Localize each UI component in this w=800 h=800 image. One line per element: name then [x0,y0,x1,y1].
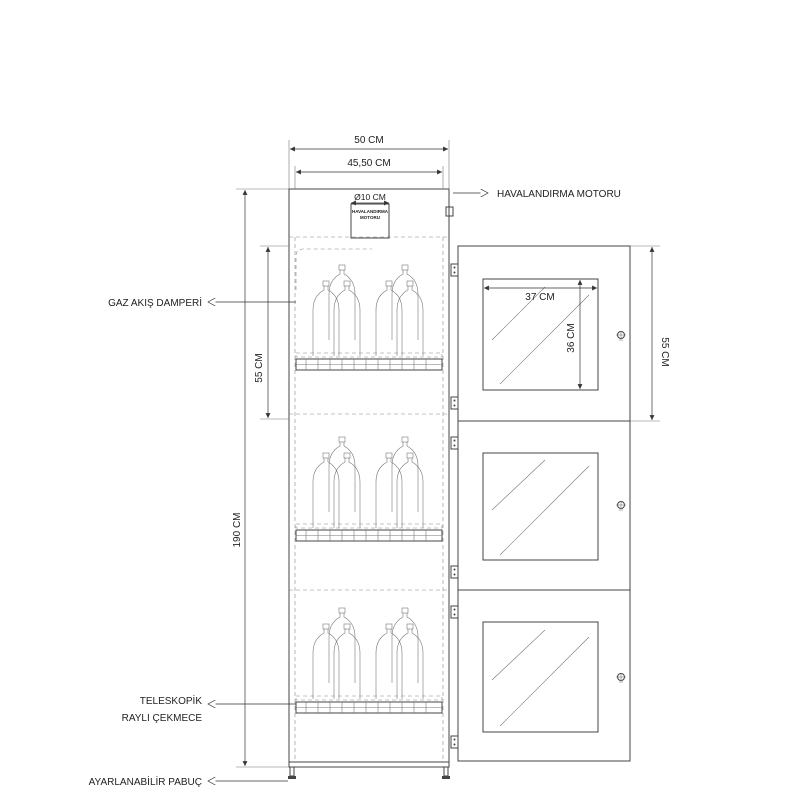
dim-inner-width-label: 45,50 CM [347,158,390,169]
hinge-icon [450,263,459,277]
compartment-top [295,265,443,371]
dim-total-height: 190 CM [232,188,289,768]
telescopic-drawer [295,523,443,542]
dim-door-height: 55 CM [630,245,670,422]
fan-motor-box-line1: HAVALANDIRMA [352,209,389,214]
dim-window-height-label: 36 CM [566,323,577,352]
cabinet-body [288,188,450,768]
lock-icon [615,501,627,511]
hinges [450,263,459,749]
dim-total-width: 50 CM [288,135,450,189]
dim-window-height: 36 CM [566,280,583,389]
dim-window-width-label: 37 CM [525,292,554,303]
adjustable-feet [288,766,450,779]
dim-duct-diameter: Ø10 CM [351,192,389,206]
dim-duct-diameter-label: Ø10 CM [354,192,386,202]
front-doors [457,245,631,762]
fan-motor-box-line2: MOTORU [360,215,380,220]
telescopic-label-line1: TELESKOPİK [140,694,203,707]
door-window [482,621,599,733]
dim-compartment-height: 55 CM [254,245,289,420]
door-window [482,278,599,391]
gas-damper-label: GAZ AKIŞ DAMPERİ [108,296,202,309]
hinge-icon [450,605,459,619]
hinge-icon [450,565,459,579]
compartment-bottom [295,608,443,714]
telescopic-label-line2: RAYLI ÇEKMECE [122,713,203,724]
hinge-icon [450,396,459,410]
motor-connector [445,206,454,217]
telescopic-drawer [295,352,443,371]
lock-icon [615,331,627,341]
dim-total-width-label: 50 CM [354,135,383,146]
compartment-middle [295,437,443,542]
hinge-icon [450,735,459,749]
hinge-icon [450,436,459,450]
dim-inner-width: 45,50 CM [294,158,444,189]
adjustable-foot-label: AYARLANABİLİR PABUÇ [89,775,202,788]
callout-telescopic-drawer: TELESKOPİK RAYLI ÇEKMECE [122,694,296,724]
gas-bottle-icon [313,608,423,699]
telescopic-drawer [295,695,443,714]
dim-total-height-label: 190 CM [232,512,243,547]
fan-motor-box: HAVALANDIRMA MOTORU [350,203,390,239]
lock-icon [615,673,627,683]
callout-gas-damper: GAZ AKIŞ DAMPERİ [108,296,296,309]
gas-bottle-icon [313,437,423,528]
callout-adjustable-foot: AYARLANABİLİR PABUÇ [89,775,288,788]
dim-compartment-height-label: 55 CM [254,353,265,382]
ventilation-motor-label: HAVALANDIRMA MOTORU [497,189,621,200]
callout-ventilation-motor: HAVALANDIRMA MOTORU [453,189,621,200]
door-window [482,452,599,561]
dim-door-height-label: 55 CM [659,337,670,366]
gas-bottle-icon [313,265,423,356]
